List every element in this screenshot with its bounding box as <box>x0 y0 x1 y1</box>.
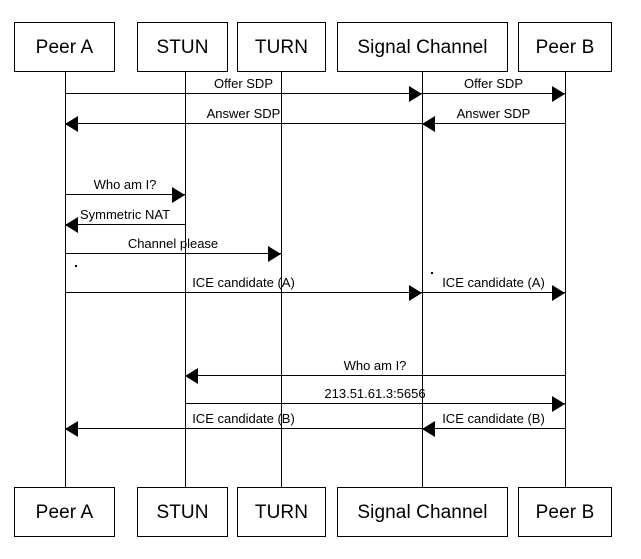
message-line-ice-b-b-to-signal <box>422 428 565 429</box>
message-label-ip-port-stun-to-b: 213.51.61.3:5656 <box>324 386 426 401</box>
message-label-who-am-i-a-to-stun: Who am I? <box>93 177 157 192</box>
message-line-channel-please-a-to-turn <box>65 253 281 254</box>
actor-box-footer-stun: STUN <box>137 487 228 537</box>
arrowhead-right-channel-please-a-to-turn <box>268 245 281 262</box>
message-line-ip-port-stun-to-b <box>185 403 565 404</box>
message-label-who-am-i-b-to-stun: Who am I? <box>343 358 407 373</box>
arrowhead-left-ice-b-signal-to-a <box>65 420 78 437</box>
message-line-who-am-i-b-to-stun <box>185 375 565 376</box>
actor-box-header-turn: TURN <box>237 22 326 72</box>
lifeline-stun <box>185 72 186 487</box>
arrowhead-right-ice-a-a-to-signal <box>409 284 422 301</box>
message-line-ice-a-signal-to-b <box>422 292 565 293</box>
lifeline-peer-b <box>565 72 566 487</box>
message-label-ice-a-a-to-signal: ICE candidate (A) <box>192 275 295 290</box>
actor-label-peer-a: Peer A <box>35 36 94 58</box>
actor-label-turn: TURN <box>254 501 309 523</box>
arrowhead-right-who-am-i-a-to-stun <box>172 186 185 203</box>
message-label-ice-a-signal-to-b: ICE candidate (A) <box>442 275 545 290</box>
actor-box-footer-signal-channel: Signal Channel <box>337 487 508 537</box>
dot-mark-right <box>431 272 433 274</box>
message-label-ice-b-signal-to-a: ICE candidate (B) <box>192 411 295 426</box>
message-line-answer-sdp-b-to-signal <box>422 123 565 124</box>
arrowhead-left-answer-sdp-b-to-signal <box>422 115 435 132</box>
message-label-symmetric-nat-stun-to-a: Symmetric NAT <box>79 207 171 222</box>
actor-box-header-signal-channel: Signal Channel <box>337 22 508 72</box>
message-line-ice-a-a-to-signal <box>65 292 422 293</box>
actor-box-header-peer-a: Peer A <box>14 22 115 72</box>
arrowhead-right-ip-port-stun-to-b <box>552 395 565 412</box>
dot-mark-left <box>75 265 77 267</box>
actor-label-stun: STUN <box>156 501 209 523</box>
message-line-who-am-i-a-to-stun <box>65 194 185 195</box>
actor-box-header-stun: STUN <box>137 22 228 72</box>
actor-box-footer-peer-a: Peer A <box>14 487 115 537</box>
arrowhead-left-answer-sdp-signal-to-a <box>65 115 78 132</box>
actor-label-turn: TURN <box>254 36 309 58</box>
actor-label-peer-a: Peer A <box>35 501 94 523</box>
arrowhead-right-offer-sdp-signal-to-b <box>552 85 565 102</box>
message-line-offer-sdp-a-to-signal <box>65 93 422 94</box>
actor-box-header-peer-b: Peer B <box>518 22 612 72</box>
message-label-answer-sdp-signal-to-a: Answer SDP <box>206 106 281 121</box>
message-line-symmetric-nat-stun-to-a <box>65 224 185 225</box>
actor-box-footer-peer-b: Peer B <box>518 487 612 537</box>
actor-label-signal-channel: Signal Channel <box>357 36 488 58</box>
lifeline-signal-channel <box>422 72 423 487</box>
actor-label-peer-b: Peer B <box>535 501 595 523</box>
message-line-offer-sdp-signal-to-b <box>422 93 565 94</box>
message-label-ice-b-b-to-signal: ICE candidate (B) <box>442 411 545 426</box>
message-label-offer-sdp-signal-to-b: Offer SDP <box>463 76 523 91</box>
message-line-answer-sdp-signal-to-a <box>65 123 422 124</box>
arrowhead-right-ice-a-signal-to-b <box>552 284 565 301</box>
lifeline-turn <box>281 72 282 487</box>
actor-label-peer-b: Peer B <box>535 36 595 58</box>
message-line-ice-b-signal-to-a <box>65 428 422 429</box>
message-label-answer-sdp-b-to-signal: Answer SDP <box>456 106 531 121</box>
arrowhead-right-offer-sdp-a-to-signal <box>409 85 422 102</box>
lifeline-peer-a <box>65 72 66 487</box>
message-label-channel-please-a-to-turn: Channel please <box>127 236 219 251</box>
message-label-offer-sdp-a-to-signal: Offer SDP <box>213 76 273 91</box>
arrowhead-left-ice-b-b-to-signal <box>422 420 435 437</box>
actor-label-signal-channel: Signal Channel <box>357 501 488 523</box>
actor-box-footer-turn: TURN <box>237 487 326 537</box>
arrowhead-left-who-am-i-b-to-stun <box>185 367 198 384</box>
actor-label-stun: STUN <box>156 36 209 58</box>
arrowhead-left-symmetric-nat-stun-to-a <box>65 216 78 233</box>
